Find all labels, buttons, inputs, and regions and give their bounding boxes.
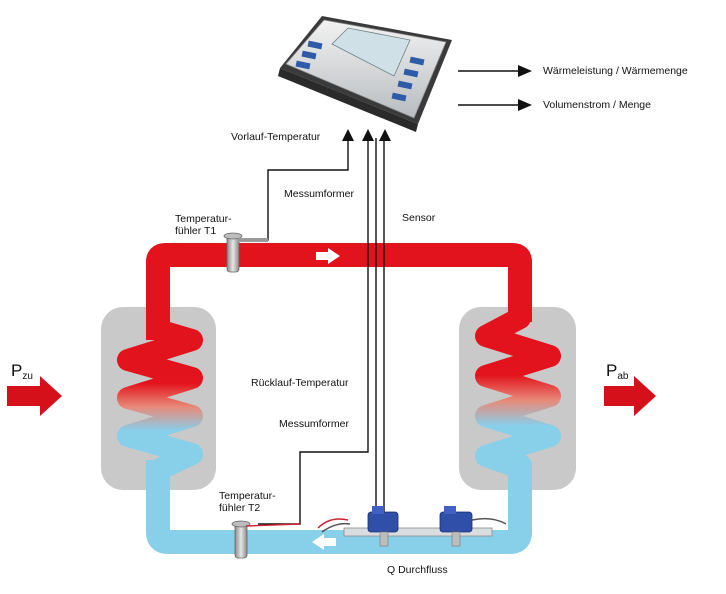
- power-out-base: P: [606, 361, 618, 380]
- heat-meter-device-icon: [278, 16, 452, 132]
- power-in-arrow-icon: [7, 376, 62, 416]
- power-in-label: Pzu: [11, 361, 33, 382]
- transducer-top-label: Messumformer: [284, 188, 355, 200]
- sensor-label: Sensor: [402, 212, 436, 224]
- temperature-sensor-t2-icon: [231, 520, 301, 559]
- power-out-label: Pab: [606, 361, 628, 382]
- arrowhead-return-icon: [362, 129, 374, 141]
- power-out-arrow-icon: [604, 376, 656, 416]
- power-out-sub: ab: [617, 371, 629, 382]
- power-in-base: P: [11, 361, 23, 380]
- sensor-t2-label-line2: fühler T2: [219, 502, 261, 514]
- output-arrow-heat-icon: [518, 65, 532, 77]
- output-heat-label: Wärmeleistung / Wärmemenge: [543, 65, 688, 77]
- sensor-t1-label-line1: Temperatur-: [175, 213, 232, 225]
- return-pipe: [146, 454, 532, 554]
- output-arrow-volume-icon: [518, 99, 532, 111]
- supply-pipe: [146, 243, 532, 340]
- flow-transducer-1-icon: [367, 506, 399, 547]
- output-volume-label: Volumenstrom / Menge: [543, 99, 651, 111]
- coil-right: [475, 307, 561, 479]
- supply-flow-arrow-icon: [316, 248, 340, 264]
- flow-sensor-assembly: [317, 506, 507, 547]
- flow-transducer-2-icon: [439, 506, 507, 547]
- arrowhead-supply-icon: [342, 129, 354, 141]
- flow-label: Q Durchfluss: [387, 564, 448, 576]
- temperature-sensor-t1-icon: [223, 232, 268, 273]
- power-in-sub: zu: [22, 371, 33, 382]
- sensor-t1-label-line2: fühler T1: [175, 225, 217, 237]
- return-temp-label: Rücklauf-Temperatur: [251, 377, 349, 389]
- coil-left: [117, 319, 203, 481]
- sensor-t2-label-line1: Temperatur-: [219, 490, 276, 502]
- supply-temp-label: Vorlauf-Temperatur: [231, 131, 321, 143]
- transducer-bottom-label: Messumformer: [279, 418, 350, 430]
- arrowhead-sensor-icon: [379, 129, 391, 141]
- return-flow-arrow-icon: [312, 534, 336, 550]
